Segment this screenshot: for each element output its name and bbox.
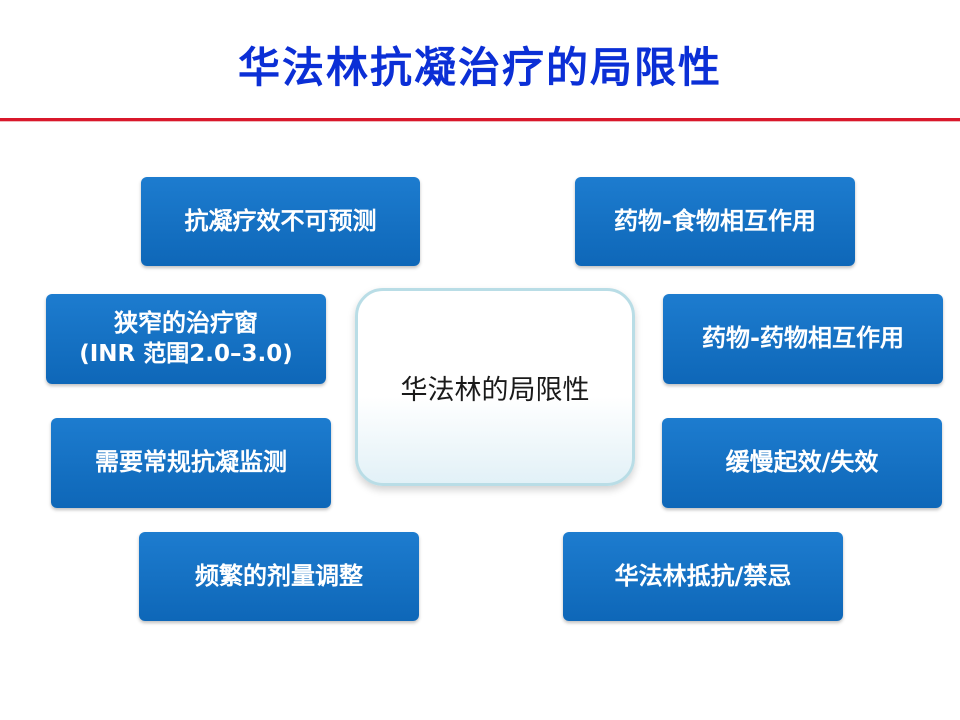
limitation-label: 狭窄的治疗窗 (113, 309, 258, 338)
limitation-label: 药物-食物相互作用 (614, 206, 816, 235)
limitation-sublabel: (INR 范围2.0–3.0) (79, 340, 293, 367)
limitation-label: 缓慢起效/失效 (725, 448, 879, 477)
limitation-frequent-dose-adjustment: 频繁的剂量调整 (139, 532, 419, 621)
title-divider-shadow (0, 121, 960, 122)
limitation-label-group: 狭窄的治疗窗 (INR 范围2.0–3.0) (79, 308, 293, 369)
limitation-label: 频繁的剂量调整 (195, 561, 363, 590)
limitation-label: 华法林抵抗/禁忌 (614, 561, 792, 590)
center-topic-panel: 华法林的局限性 (355, 288, 635, 486)
center-topic-label: 华法林的局限性 (400, 374, 590, 406)
limitation-slow-onset-offset: 缓慢起效/失效 (662, 418, 942, 508)
slide-title: 华法林抗凝治疗的局限性 (237, 43, 722, 92)
limitation-drug-drug-interaction: 药物-药物相互作用 (663, 294, 943, 384)
limitation-label: 需要常规抗凝监测 (95, 448, 287, 477)
limitation-label: 抗凝疗效不可预测 (184, 206, 377, 235)
limitation-warfarin-resistance: 华法林抵抗/禁忌 (563, 532, 843, 621)
title-divider (0, 118, 960, 121)
limitation-narrow-therapeutic-window: 狭窄的治疗窗 (INR 范围2.0–3.0) (46, 294, 326, 384)
limitation-unpredictable-efficacy: 抗凝疗效不可预测 (141, 177, 420, 266)
limitation-drug-food-interaction: 药物-食物相互作用 (575, 177, 855, 266)
limitation-label: 药物-药物相互作用 (702, 324, 904, 353)
limitation-routine-monitoring: 需要常规抗凝监测 (51, 418, 331, 508)
